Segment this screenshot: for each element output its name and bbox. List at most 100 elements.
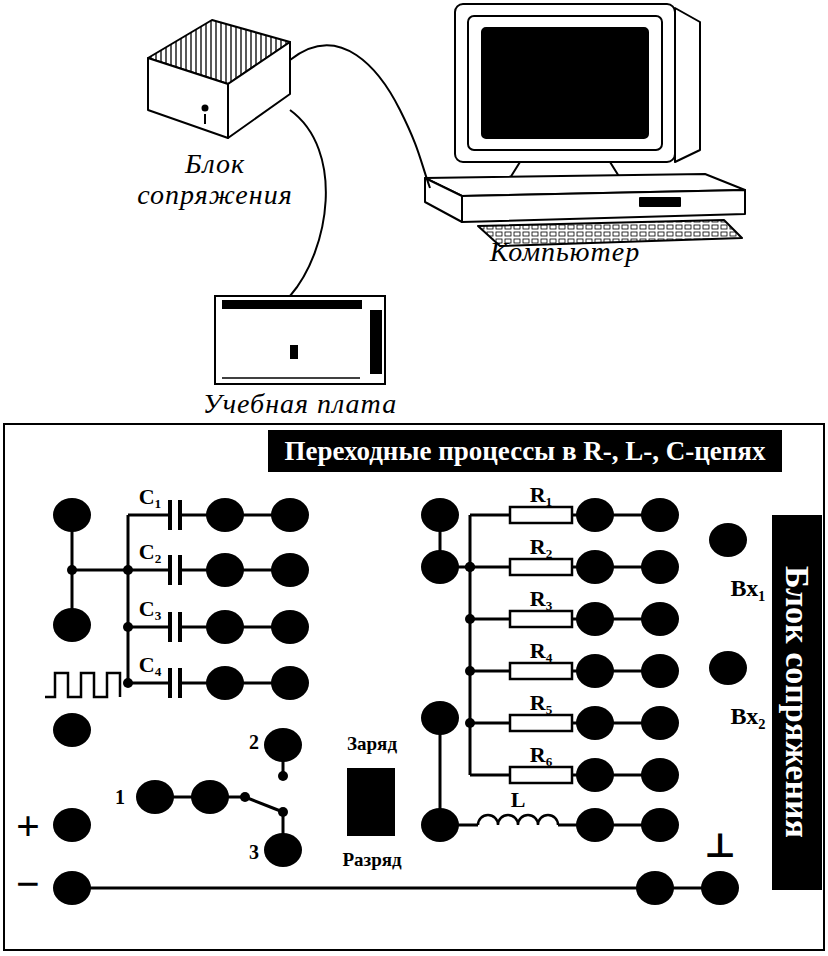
side-band: Блок сопряжения — [772, 515, 822, 890]
terminal — [576, 602, 614, 636]
monitor-side — [675, 8, 700, 162]
junction-dot — [465, 718, 475, 728]
terminal — [206, 553, 244, 587]
resistor-symbol — [510, 507, 572, 523]
junction-dot — [278, 771, 288, 781]
terminal — [701, 871, 739, 905]
computer — [425, 4, 745, 246]
case-side — [425, 178, 462, 222]
title-band: Переходные процессы в R-, L-, C-цепях — [268, 430, 782, 472]
inductor-symbol — [478, 815, 558, 825]
terminal — [641, 550, 679, 584]
terminal — [709, 651, 747, 685]
case-front — [462, 190, 745, 222]
terminal — [636, 871, 674, 905]
pin-number: 1 — [115, 786, 125, 808]
resistor-symbol — [510, 611, 572, 627]
junction-dot — [465, 666, 475, 676]
terminal — [271, 553, 309, 587]
capacitor-plate — [168, 668, 172, 698]
junction-dot — [240, 792, 250, 802]
wire — [470, 514, 510, 517]
cable — [290, 110, 326, 296]
resistor-label: R₁ — [530, 483, 552, 507]
terminal — [709, 523, 747, 557]
terminal — [53, 608, 91, 642]
junction-dot — [465, 562, 475, 572]
pin-number: 3 — [249, 841, 259, 863]
switch-position: Разряд — [342, 850, 401, 871]
input-label: Вх₂ — [731, 703, 766, 729]
resistor-symbol — [510, 559, 572, 575]
terminal — [576, 498, 614, 532]
wire — [128, 514, 170, 517]
junction-dot — [123, 622, 133, 632]
capacitor-label: C₂ — [139, 540, 161, 564]
terminal — [206, 498, 244, 532]
terminal — [421, 498, 459, 532]
wire — [72, 887, 720, 890]
wire — [470, 670, 510, 673]
junction-dot — [123, 565, 133, 575]
junction-dot — [465, 562, 475, 572]
mini-board — [215, 296, 385, 384]
resistor-symbol — [510, 715, 572, 731]
box-front — [148, 58, 228, 138]
terminal — [576, 706, 614, 740]
terminal — [421, 808, 459, 842]
terminal — [641, 602, 679, 636]
monitor-bezel — [468, 16, 662, 150]
terminal — [191, 780, 229, 814]
terminal — [53, 871, 91, 905]
board-frame — [4, 424, 824, 950]
terminal — [264, 728, 302, 762]
terminal — [271, 498, 309, 532]
mini-side — [370, 310, 382, 374]
side-band-text: Блок сопряжения — [780, 566, 814, 838]
drive-slot — [640, 198, 680, 206]
capacitor-label: C₃ — [139, 597, 161, 621]
terminal — [641, 498, 679, 532]
mini-wire — [222, 377, 360, 379]
capacitor-plate — [168, 555, 172, 585]
terminal — [576, 550, 614, 584]
junction-dot — [67, 565, 77, 575]
terminal — [576, 758, 614, 792]
wire — [470, 774, 510, 777]
wire — [470, 722, 510, 725]
box-side — [228, 42, 290, 138]
wire — [470, 566, 510, 569]
resistor-label: R₄ — [530, 639, 552, 663]
wire — [72, 569, 128, 572]
wire — [469, 515, 472, 775]
wire — [245, 797, 283, 812]
pulse-symbol — [45, 673, 120, 697]
terminal — [421, 701, 459, 735]
mini-board-outline — [215, 296, 385, 384]
capacitor-plate — [168, 612, 172, 642]
terminal — [136, 780, 174, 814]
input-label: Вх₁ — [731, 575, 766, 601]
screen — [482, 28, 648, 138]
terminal — [206, 666, 244, 700]
interface-box — [148, 20, 290, 138]
terminal — [264, 833, 302, 867]
terminal — [641, 758, 679, 792]
terminal — [641, 706, 679, 740]
terminal — [576, 654, 614, 688]
junction-dot — [123, 678, 133, 688]
capacitor-label: C₄ — [139, 653, 161, 677]
terminal — [53, 498, 91, 532]
terminal — [53, 808, 91, 842]
terminal — [53, 713, 91, 747]
monitor — [455, 4, 675, 162]
polarity-sign: − — [16, 861, 40, 907]
indicator — [203, 106, 208, 111]
terminal — [641, 654, 679, 688]
wire — [128, 626, 170, 629]
junction-dot — [465, 614, 475, 624]
wire — [128, 569, 170, 572]
charge-switch — [347, 768, 395, 836]
